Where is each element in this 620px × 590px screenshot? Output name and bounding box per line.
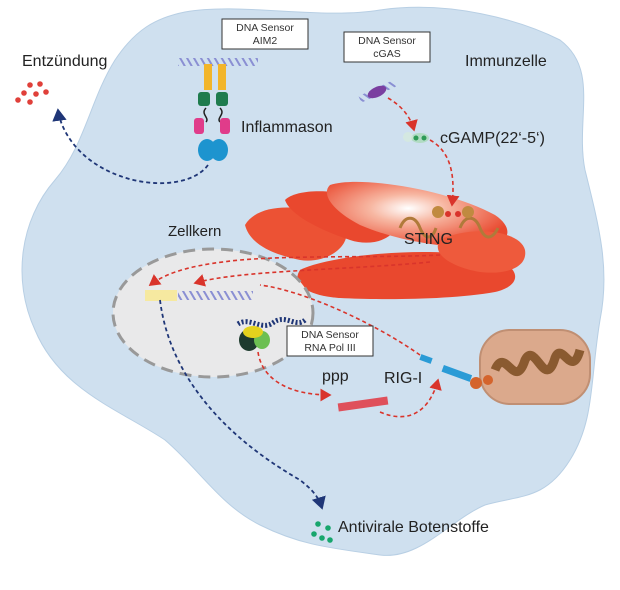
label-sting: STING xyxy=(404,231,453,248)
nucleus xyxy=(111,247,315,379)
sensor-box-polIII: DNA Sensor RNA Pol III xyxy=(286,325,374,357)
label-cgamp: cGAMP(22‘-5‘) xyxy=(440,130,545,147)
arrow-rna-to-rigi xyxy=(379,378,442,418)
sensor-box-aim2: DNA Sensor AIM2 xyxy=(221,18,309,50)
arrow-nucleus-to-antiviral xyxy=(159,299,326,510)
nuclear-dna xyxy=(178,291,253,300)
arrow-polIII-to-rna xyxy=(257,351,332,402)
arrow-rigi-to-nucleus xyxy=(259,284,421,356)
arrow-cgamp-to-sting xyxy=(429,139,460,207)
antiviral-dots xyxy=(311,521,333,543)
cgas-sensor xyxy=(358,80,396,103)
label-antiviral-messengers: Antivirale Botenstoffe xyxy=(338,519,489,536)
aim2-line2: AIM2 xyxy=(253,35,278,47)
arrow-cgas-to-cgamp xyxy=(387,97,418,132)
gene-block xyxy=(145,290,177,301)
cgas-line2: cGAS xyxy=(373,48,400,60)
rna-pol-iii xyxy=(236,316,307,351)
cgamp-molecule xyxy=(403,132,429,143)
inflammasome-complex xyxy=(178,58,258,161)
label-inflammation: Entzündung xyxy=(22,53,107,70)
rig-i-protein xyxy=(419,354,493,389)
label-inflammasome: Inflammason xyxy=(241,119,333,136)
endoplasmic-reticulum xyxy=(245,181,526,300)
viral-rna xyxy=(337,396,389,412)
inflammation-dots xyxy=(15,81,49,105)
arrow-sting-to-nucleus xyxy=(148,254,441,286)
arrow-sting-to-nucleus-2 xyxy=(193,261,431,287)
sensor-box-cgas: DNA Sensor cGAS xyxy=(343,31,431,63)
cgas-line1: DNA Sensor xyxy=(358,35,416,47)
label-ppp: ppp xyxy=(322,368,349,385)
label-immune-cell: Immunzelle xyxy=(465,53,547,70)
label-nucleus: Zellkern xyxy=(168,223,221,240)
arrow-inflammasome-to-inflammation xyxy=(52,108,209,185)
polIII-line1: DNA Sensor xyxy=(301,329,359,341)
polIII-line2: RNA Pol III xyxy=(304,342,355,354)
aim2-line1: DNA Sensor xyxy=(236,22,294,34)
sting-protein xyxy=(398,206,500,239)
label-rig-i: RIG-I xyxy=(384,370,422,387)
mitochondrion xyxy=(479,329,591,405)
